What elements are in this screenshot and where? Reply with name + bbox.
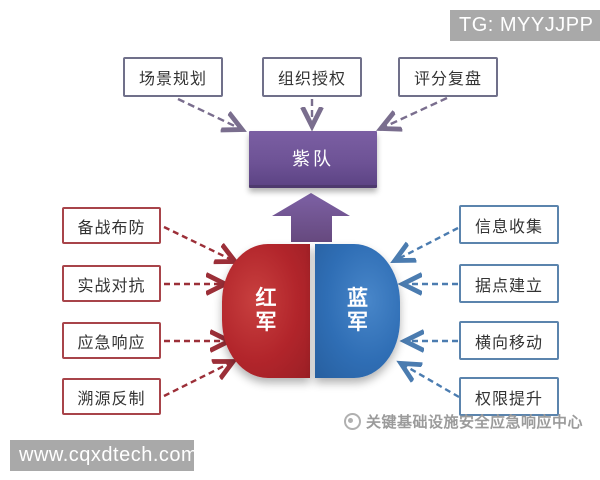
node-combat-confrontation-label: 实战对抗: [77, 277, 146, 295]
node-traceback-countermeasure-label: 溯源反制: [77, 390, 146, 408]
org-watermark-text: 关键基础设施安全应急响应中心: [366, 414, 584, 431]
node-information-collection: 信息收集: [459, 205, 559, 244]
dashed-arrow-privilege-to-blue: [402, 364, 460, 399]
purple-team-label: 紫队: [292, 149, 334, 169]
up-block-arrow: [272, 193, 350, 242]
dashed-arrow-recon-to-blue: [396, 226, 459, 260]
org-watermark: 关键基础设施安全应急响应中心: [344, 411, 583, 432]
node-information-collection-label: 信息收集: [474, 218, 543, 236]
node-emergency-response-label: 应急响应: [77, 334, 146, 352]
blue-team-shape: 蓝军: [315, 244, 400, 378]
tg-watermark-badge: TG: MYYJJPP: [450, 10, 600, 41]
node-preparation-defense-label: 备战布防: [77, 219, 146, 237]
dashed-arrow-scenario-to-purple: [177, 97, 241, 129]
node-scoring-review: 评分复盘: [398, 57, 498, 97]
node-scoring-review-label: 评分复盘: [413, 71, 482, 88]
node-traceback-countermeasure: 溯源反制: [62, 378, 161, 415]
node-privilege-escalation-label: 权限提升: [474, 390, 543, 408]
node-combat-confrontation: 实战对抗: [62, 265, 161, 302]
node-organization-authorization: 组织授权: [262, 57, 362, 97]
node-purple-team: 紫队: [249, 131, 377, 188]
tg-watermark-text: TG: MYYJJPP: [459, 14, 594, 36]
node-scenario-planning-label: 场景规划: [138, 71, 207, 88]
node-foothold-establishment: 据点建立: [459, 264, 559, 303]
red-team-shape: 红军: [222, 244, 310, 378]
site-watermark-badge: www.cqxdtech.com: [10, 440, 198, 471]
node-preparation-defense: 备战布防: [62, 207, 161, 244]
node-lateral-movement: 横向移动: [459, 321, 559, 360]
node-organization-authorization-label: 组织授权: [277, 71, 346, 88]
node-scenario-planning: 场景规划: [123, 57, 223, 97]
node-lateral-movement-label: 横向移动: [474, 334, 543, 352]
site-watermark-text: www.cqxdtech.com: [19, 444, 199, 466]
node-emergency-response: 应急响应: [62, 322, 161, 359]
dashed-arrow-preparation-to-red: [163, 225, 234, 261]
node-privilege-escalation: 权限提升: [459, 377, 559, 416]
node-foothold-establishment-label: 据点建立: [474, 277, 543, 295]
dashed-arrow-review-to-purple: [382, 96, 448, 128]
blue-team-label: 蓝军: [346, 286, 368, 334]
dashed-arrow-traceback-to-red: [163, 362, 232, 398]
org-logo-icon: [344, 413, 361, 430]
red-team-label: 红军: [255, 286, 277, 334]
